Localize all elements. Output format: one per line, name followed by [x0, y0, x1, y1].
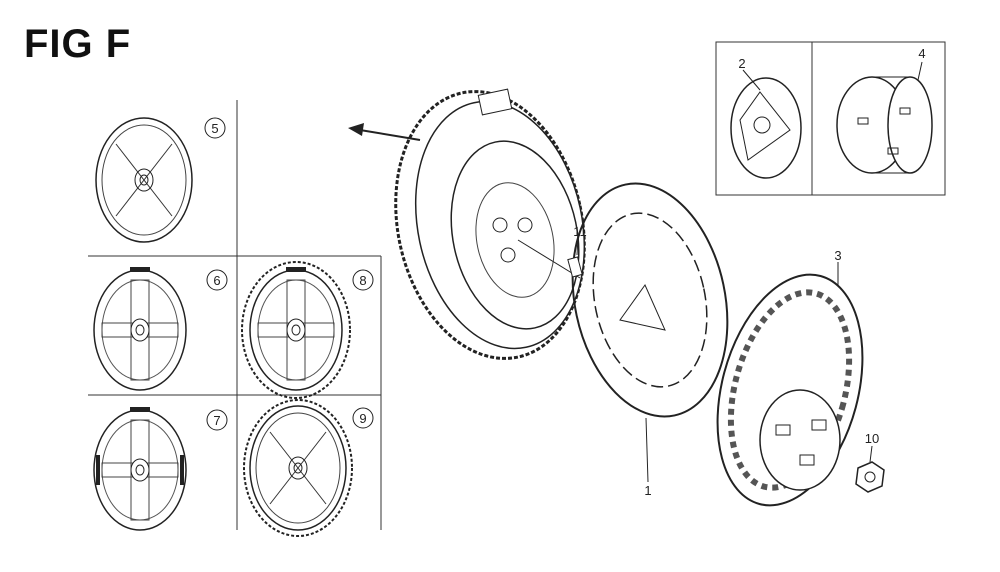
callout-8: 8	[352, 269, 374, 291]
callout-3: 3	[834, 248, 841, 263]
callout-4: 4	[918, 46, 925, 61]
svg-text:5: 5	[211, 121, 218, 136]
callout-1: 1	[644, 483, 651, 498]
callout-6: 6	[206, 269, 228, 291]
svg-text:6: 6	[213, 273, 220, 288]
svg-text:7: 7	[213, 413, 220, 428]
figure-title: FIG F	[24, 22, 132, 66]
variant-grid	[88, 100, 382, 530]
flywheel-drawing	[394, 88, 586, 360]
part-9-drawing	[243, 399, 353, 537]
key-drawing	[567, 237, 583, 278]
part-5-drawing	[95, 117, 193, 243]
svg-text:9: 9	[359, 411, 366, 426]
callout-10: 10	[865, 431, 879, 446]
fan-drawing	[571, 182, 729, 483]
part-7-drawing	[93, 406, 187, 531]
cooling-cover-drawing	[716, 262, 864, 507]
part-2-drawing	[730, 69, 802, 179]
part-6-drawing	[93, 266, 187, 391]
callout-2: 2	[738, 56, 745, 71]
part-8-drawing	[241, 261, 351, 399]
nut-drawing	[855, 445, 885, 493]
callout-7: 7	[206, 409, 228, 431]
svg-text:8: 8	[359, 273, 366, 288]
part-4-drawing	[836, 61, 933, 174]
callout-5: 5	[204, 117, 226, 139]
callout-11: 11	[573, 224, 587, 239]
arrow-icon	[348, 123, 421, 141]
callout-9: 9	[352, 407, 374, 429]
inset-box	[715, 41, 946, 196]
